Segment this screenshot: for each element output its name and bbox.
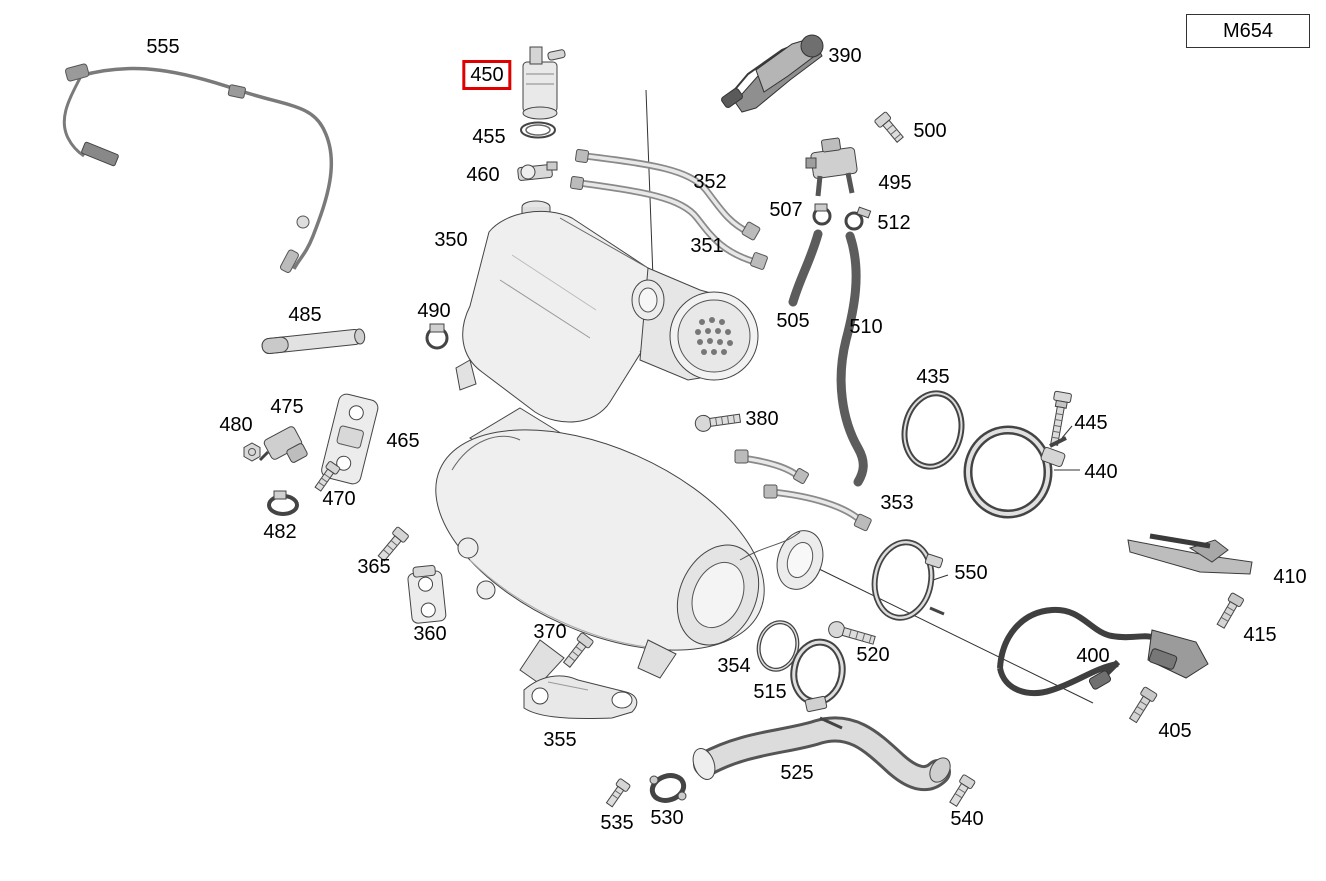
part-label-475[interactable]: 475 xyxy=(270,396,304,418)
part-525-downpipe xyxy=(692,716,951,792)
part-label-480[interactable]: 480 xyxy=(219,414,253,436)
part-label-450[interactable]: 450 xyxy=(462,60,512,90)
part-445-bolt xyxy=(1050,390,1072,446)
part-465-bracket xyxy=(321,393,379,485)
part-label-505[interactable]: 505 xyxy=(776,310,810,332)
part-435-gasket-ring xyxy=(901,390,965,470)
part-555-temp-sensor-harness xyxy=(62,63,334,273)
part-485-pipe xyxy=(261,328,366,354)
part-label-482[interactable]: 482 xyxy=(263,521,297,543)
part-390-nox-sensor xyxy=(721,34,824,113)
part-450-valve xyxy=(522,46,566,120)
leader-lines xyxy=(645,89,1094,704)
part-380-bolt xyxy=(694,413,742,432)
part-355-bracket xyxy=(523,675,638,719)
part-label-535[interactable]: 535 xyxy=(600,812,634,834)
part-label-445[interactable]: 445 xyxy=(1074,412,1108,434)
part-label-512[interactable]: 512 xyxy=(877,212,911,234)
part-label-380[interactable]: 380 xyxy=(745,408,779,430)
part-410-bracket xyxy=(1127,533,1253,575)
part-440-clamp xyxy=(963,425,1067,519)
part-label-550[interactable]: 550 xyxy=(954,562,988,584)
part-350-exhaust-aftertreatment-unit xyxy=(435,200,824,685)
part-482-clamp xyxy=(267,490,299,516)
part-455-seal-ring xyxy=(520,121,556,139)
part-365-bolt xyxy=(377,526,409,562)
part-490-clamp xyxy=(425,323,449,350)
part-label-440[interactable]: 440 xyxy=(1084,461,1118,483)
part-label-354[interactable]: 354 xyxy=(717,655,751,677)
engine-code-box: M654 xyxy=(1186,14,1310,48)
part-label-390[interactable]: 390 xyxy=(828,45,862,67)
part-label-350[interactable]: 350 xyxy=(434,229,468,251)
part-label-400[interactable]: 400 xyxy=(1076,645,1110,667)
part-353-pipes xyxy=(734,449,872,532)
part-label-351[interactable]: 351 xyxy=(690,235,724,257)
part-505-hose xyxy=(788,229,823,307)
part-550-clamp xyxy=(871,539,945,621)
part-label-370[interactable]: 370 xyxy=(533,621,567,643)
part-354-gasket-ring xyxy=(756,620,800,672)
part-530-clamp xyxy=(649,773,687,803)
part-370-bolt xyxy=(562,632,594,668)
part-405-bolt xyxy=(1128,686,1158,724)
part-label-530[interactable]: 530 xyxy=(650,807,684,829)
part-label-360[interactable]: 360 xyxy=(413,623,447,645)
part-360-bracket xyxy=(407,564,447,624)
part-label-507[interactable]: 507 xyxy=(769,199,803,221)
part-label-510[interactable]: 510 xyxy=(849,316,883,338)
part-label-355[interactable]: 355 xyxy=(543,729,577,751)
part-label-485[interactable]: 485 xyxy=(288,304,322,326)
part-460-clamp xyxy=(517,161,558,181)
part-label-465[interactable]: 465 xyxy=(386,430,420,452)
part-352-pipe xyxy=(574,148,761,241)
part-label-353[interactable]: 353 xyxy=(880,492,914,514)
part-label-500[interactable]: 500 xyxy=(913,120,947,142)
part-507-clamp xyxy=(812,203,832,226)
part-540-bolt xyxy=(949,774,976,807)
part-label-405[interactable]: 405 xyxy=(1158,720,1192,742)
engine-code: M654 xyxy=(1222,19,1274,42)
part-label-525[interactable]: 525 xyxy=(780,762,814,784)
part-label-365[interactable]: 365 xyxy=(357,556,391,578)
part-label-470[interactable]: 470 xyxy=(322,488,356,510)
part-475-sensor xyxy=(258,426,308,463)
part-470-bolt xyxy=(314,461,341,492)
part-label-520[interactable]: 520 xyxy=(856,644,890,666)
part-400-sensor-harness xyxy=(997,606,1209,696)
part-480-nut xyxy=(243,442,261,462)
part-415-bolt xyxy=(1216,592,1244,629)
part-label-455[interactable]: 455 xyxy=(472,126,506,148)
part-label-495[interactable]: 495 xyxy=(878,172,912,194)
part-512-clamp xyxy=(844,206,872,231)
part-label-490[interactable]: 490 xyxy=(417,300,451,322)
part-label-415[interactable]: 415 xyxy=(1243,624,1277,646)
part-351-pipe xyxy=(569,175,768,270)
part-520-bolt xyxy=(828,621,876,645)
part-label-352[interactable]: 352 xyxy=(693,171,727,193)
part-500-bolt xyxy=(874,111,904,143)
part-label-435[interactable]: 435 xyxy=(916,366,950,388)
part-535-bolt xyxy=(605,778,631,808)
part-label-515[interactable]: 515 xyxy=(753,681,787,703)
part-495-pressure-sensor xyxy=(805,137,858,197)
part-label-540[interactable]: 540 xyxy=(950,808,984,830)
part-label-460[interactable]: 460 xyxy=(466,164,500,186)
part-515-clamp xyxy=(790,638,846,713)
part-510-hose xyxy=(836,231,868,487)
part-label-555[interactable]: 555 xyxy=(146,36,180,58)
part-label-410[interactable]: 410 xyxy=(1273,566,1307,588)
